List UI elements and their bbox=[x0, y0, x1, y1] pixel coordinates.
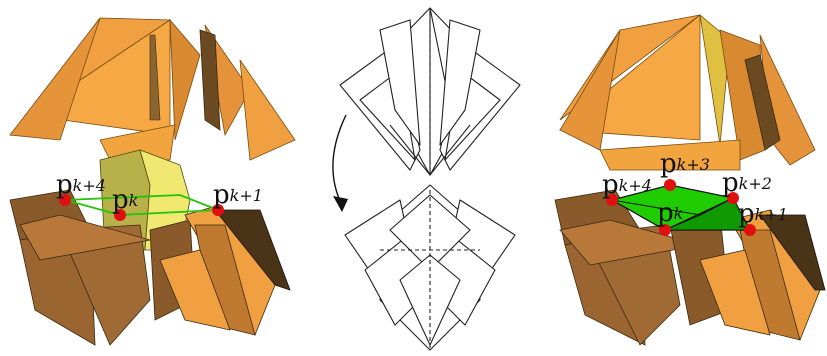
middle-wireframe-model bbox=[340, 8, 520, 350]
label-p-k1-left: pk+1 bbox=[213, 180, 263, 210]
point-k3-right bbox=[664, 179, 676, 191]
left-folded-model bbox=[10, 18, 295, 345]
label-p-k4-left: pk+4 bbox=[56, 170, 106, 200]
rotation-arrow bbox=[333, 115, 348, 212]
label-p-k2-right: pk+2 bbox=[722, 168, 772, 198]
right-folded-model bbox=[555, 15, 825, 345]
